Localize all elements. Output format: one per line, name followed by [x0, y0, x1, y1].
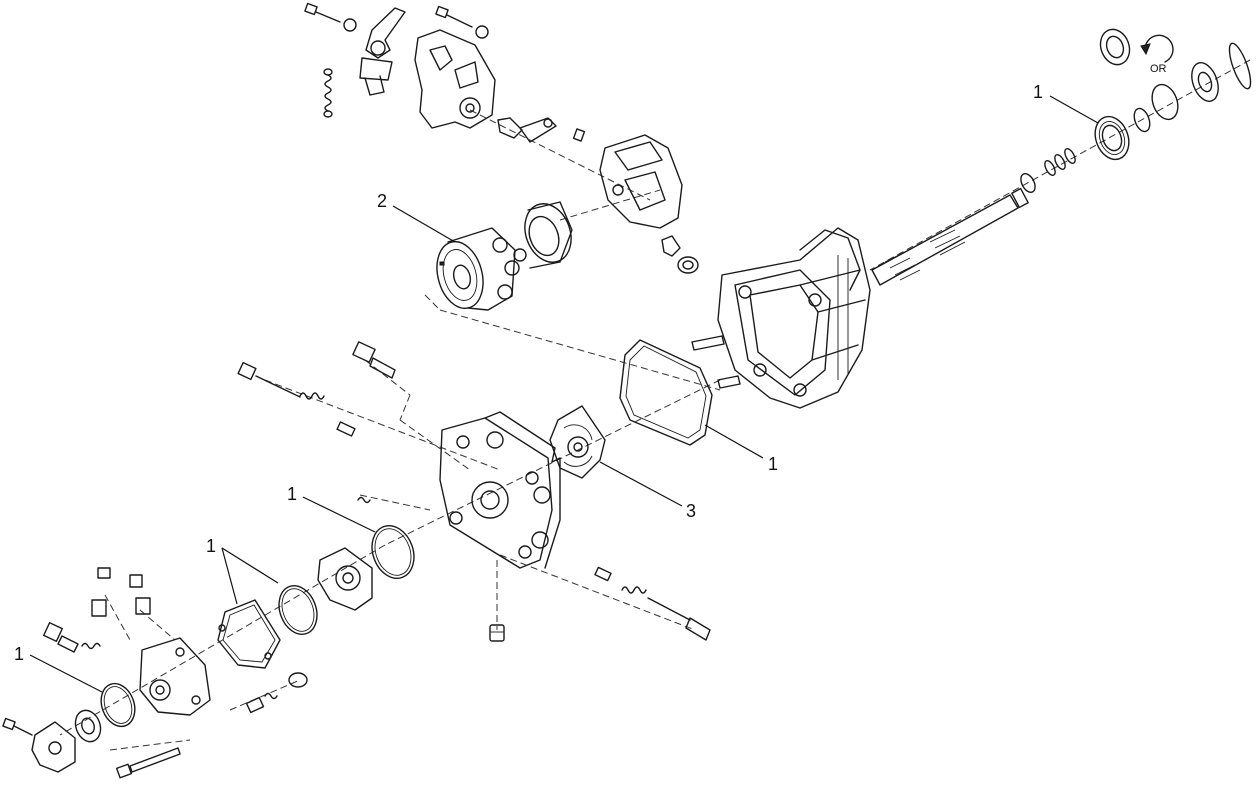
shaft-bearing-stack: OR [1044, 28, 1252, 177]
callout-rotating-group: 2 [377, 191, 387, 211]
main-pump-housing [691, 227, 871, 409]
callout-oring-front: 1 [14, 644, 24, 664]
charge-pump-o-ring [371, 525, 415, 579]
screw-icon [304, 2, 357, 32]
control-cover-plate [414, 29, 496, 129]
bearing-retainer [661, 235, 699, 274]
charge-relief-fittings [42, 567, 308, 714]
callout-oring-shaft-bearing: 1 [1033, 82, 1043, 102]
callout-oring-endcap: 1 [287, 484, 297, 504]
charge-pump-cover [139, 637, 211, 716]
fitting-upper [352, 341, 396, 379]
screw-icon [435, 5, 489, 39]
callout-valve-plate: 3 [686, 501, 696, 521]
drive-shaft [871, 173, 1036, 286]
relief-valve-right [594, 566, 711, 641]
callout-oring-housing: 1 [768, 454, 778, 474]
pair-o-rings [217, 585, 318, 669]
end-cap-port-block [439, 411, 561, 569]
relief-valve-left [237, 361, 356, 437]
screw-icon [2, 717, 33, 736]
bearing-icon [1094, 115, 1130, 161]
rotating-group [436, 227, 527, 311]
callout-labels: 1 2 1 3 1 1 1 [14, 82, 1043, 664]
front-o-ring [100, 682, 136, 728]
small-spring [357, 496, 371, 504]
seal-icon [1191, 62, 1219, 102]
valve-plate [549, 405, 606, 479]
charge-pump-gerotor [317, 547, 373, 611]
rotation-arrow-icon: OR [1140, 34, 1174, 75]
callout-leaders [29, 95, 1099, 693]
spring-icon [323, 68, 333, 118]
front-flange-cover [31, 721, 76, 773]
callout-oring-pair: 1 [206, 536, 216, 556]
bolt-icon [115, 747, 181, 779]
housing-o-ring [619, 339, 713, 446]
swashplate-housing [599, 134, 683, 229]
seal-icon [1099, 28, 1131, 66]
control-lever-assembly [304, 2, 586, 143]
lever-arm [365, 7, 406, 59]
rotation-mark: OR [1150, 63, 1167, 75]
plug-fitting [489, 624, 505, 642]
swashplate-disc [524, 201, 573, 269]
front-adapter [74, 709, 102, 743]
